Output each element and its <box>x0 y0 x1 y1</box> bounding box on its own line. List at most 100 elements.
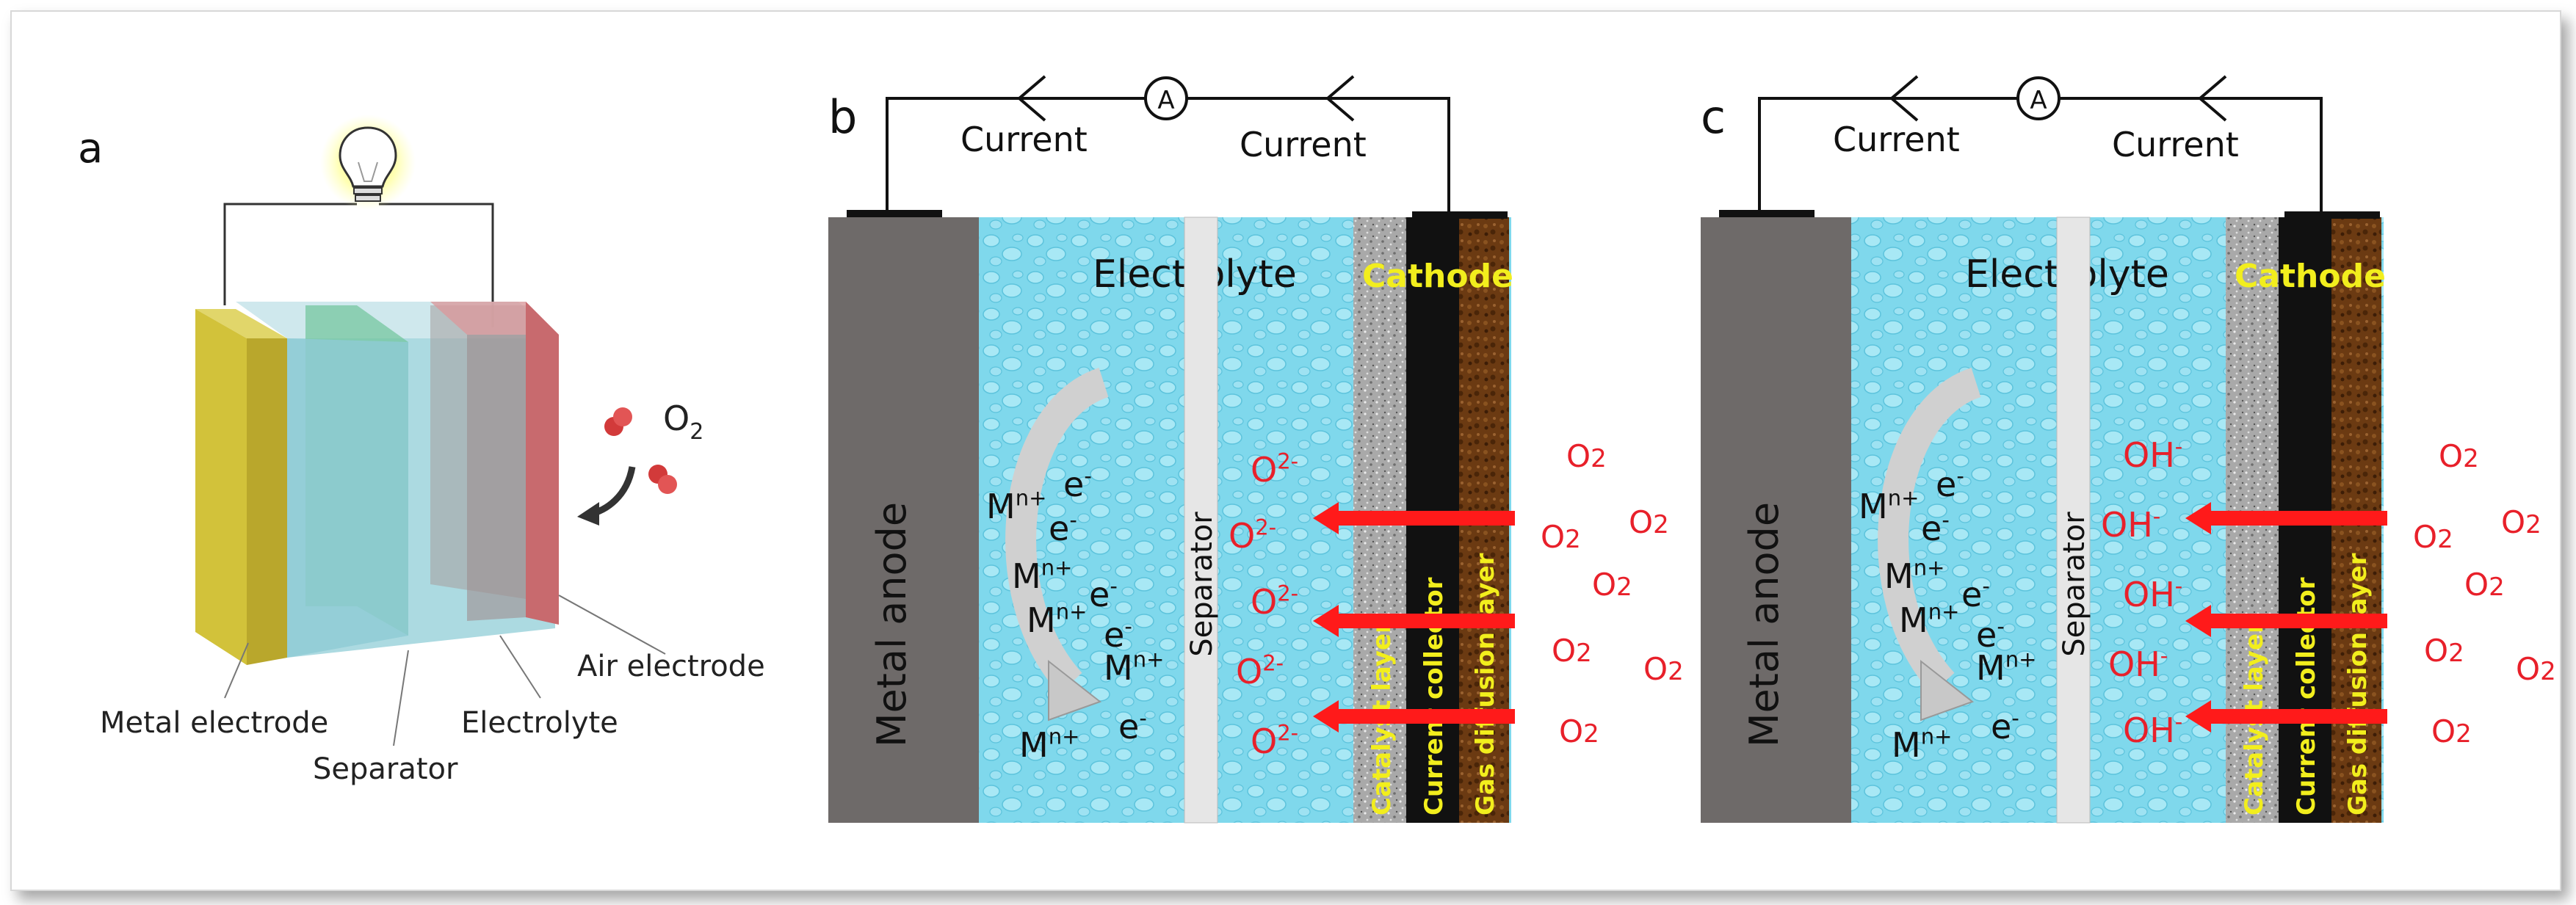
oxygen-flow-arrow <box>1331 511 1515 526</box>
metal-electrode-front <box>195 309 247 665</box>
electron-label: e- <box>1976 614 2005 655</box>
o2-molecule-label: O2 <box>1541 519 1581 555</box>
species-label: OH- <box>2123 435 2182 475</box>
ammeter-label: A <box>1157 86 1174 115</box>
metal-anode-label: Metal anode <box>869 502 915 747</box>
dissolution-arrow <box>1005 368 1110 694</box>
metal-ion-label: Mn+ <box>1027 600 1087 640</box>
gas-diffusion-layer-label: Gas diffusion layer <box>2343 553 2373 815</box>
metal-ion-label: Mn+ <box>1859 486 1919 526</box>
ammeter-icon <box>1144 76 1188 120</box>
ammeter-label: A <box>2030 86 2047 115</box>
species-label: OH- <box>2101 504 2160 545</box>
leader-line <box>558 595 666 655</box>
panel-c-label: c <box>1701 90 1726 144</box>
metal-electrode-side <box>247 338 287 665</box>
panel-a-label: a <box>78 125 103 172</box>
cell-3d <box>195 302 559 665</box>
electron-label: e- <box>1961 574 1990 614</box>
metal-anode <box>828 217 979 823</box>
panel-a: a O2 <box>78 115 765 786</box>
species-label: OH- <box>2123 710 2182 750</box>
o2-molecule-label: O2 <box>2431 713 2472 749</box>
o2-molecule-label: O2 <box>1552 633 1592 669</box>
electron-label: e- <box>1936 464 1964 504</box>
inflow-arrowhead <box>577 502 599 526</box>
metal-ion-label: Mn+ <box>1012 556 1072 596</box>
o2-molecule-label: O2 <box>1566 438 1607 474</box>
metal-ion-label: Mn+ <box>1976 647 2036 688</box>
air-electrode-label: Air electrode <box>577 650 765 683</box>
species-label: O2- <box>1251 721 1298 761</box>
current-label-right: Current <box>1240 125 1367 164</box>
figure-frame: a O2 <box>10 10 2561 891</box>
o2-molecule-label: O2 <box>1559 713 1599 749</box>
leader-line <box>499 635 541 699</box>
electron-label: e- <box>1991 706 2019 746</box>
leader-line <box>393 650 409 746</box>
current-direction-icon <box>2197 75 2227 122</box>
battery-figure: a O2 <box>78 75 2556 824</box>
cathode-label: Cathode <box>2235 258 2386 295</box>
current-collector-label: Current collector <box>2292 577 2321 815</box>
anode-terminal <box>1719 210 1815 217</box>
dissolution-arrowhead <box>1920 659 1975 722</box>
o2-molecule-label: O2 <box>2501 504 2541 540</box>
dissolution-arrowhead <box>1048 659 1102 722</box>
electron-label: e- <box>1118 706 1147 746</box>
panel-b-label: b <box>828 90 857 144</box>
oxygen-flow-arrow <box>1331 709 1515 724</box>
air-electrode-side <box>526 302 559 625</box>
oxygen-flow-arrow <box>2204 511 2387 526</box>
oxygen-flow-arrow <box>1331 614 1515 628</box>
electron-label: e- <box>1089 574 1118 614</box>
cathode-terminal <box>2284 211 2380 219</box>
lightbulb-icon <box>339 126 397 202</box>
metal-ion-label: Mn+ <box>1884 556 1944 596</box>
o2-molecule-label: O2 <box>1629 504 1669 540</box>
electrolyte-label: Electrolyte <box>461 706 618 740</box>
separator-label: Separator <box>2058 512 2091 657</box>
species-label: O2- <box>1229 515 1276 556</box>
species-label: O2- <box>1236 651 1284 691</box>
electron-label: e- <box>1104 614 1132 655</box>
electron-label: e- <box>1921 508 1950 548</box>
ammeter-icon <box>2016 76 2061 120</box>
current-direction-icon <box>1325 75 1355 122</box>
species-label: O2- <box>1251 581 1298 622</box>
electron-label: e- <box>1063 464 1092 504</box>
current-direction-icon <box>1889 75 1919 122</box>
o2-molecule-label: O2 <box>2424 633 2464 669</box>
cathode-label: Cathode <box>1362 258 1513 295</box>
oxygen-molecule-icon <box>604 407 677 494</box>
gas-diffusion-layer-label: Gas diffusion layer <box>1471 553 1500 815</box>
oxygen-flow-arrowhead <box>1313 605 1339 637</box>
dissolution-arrow <box>1878 368 1982 694</box>
oxygen-flow-arrowhead <box>1313 502 1339 534</box>
oxygen-flow-arrowhead <box>2185 605 2211 637</box>
species-label: OH- <box>2108 644 2168 684</box>
leader-line <box>224 642 249 699</box>
metal-electrode-label: Metal electrode <box>100 706 328 740</box>
oxygen-flow-arrowhead <box>2185 502 2211 534</box>
metal-anode-label: Metal anode <box>1741 502 1787 747</box>
metal-ion-label: Mn+ <box>1019 724 1079 765</box>
o2-molecule-label: O2 <box>2464 567 2505 603</box>
oxygen-flow-arrowhead <box>2185 700 2211 733</box>
oxygen-flow-arrow <box>2204 709 2387 724</box>
species-label: OH- <box>2123 574 2182 614</box>
metal-ion-label: Mn+ <box>1104 647 1164 688</box>
circuit-wire <box>223 203 357 305</box>
separator-strip <box>1184 217 1218 824</box>
o2-molecule-label: O2 <box>1592 567 1632 603</box>
current-label-left: Current <box>1833 120 1960 159</box>
current-label-right: Current <box>2112 125 2239 164</box>
separator-label: Separator <box>1185 512 1219 657</box>
current-collector-label: Current collector <box>1419 577 1449 815</box>
species-label: O2- <box>1251 449 1298 490</box>
o2-molecule-label: O2 <box>2516 651 2556 687</box>
metal-ion-label: Mn+ <box>1899 600 1959 640</box>
current-direction-icon <box>1016 75 1046 122</box>
